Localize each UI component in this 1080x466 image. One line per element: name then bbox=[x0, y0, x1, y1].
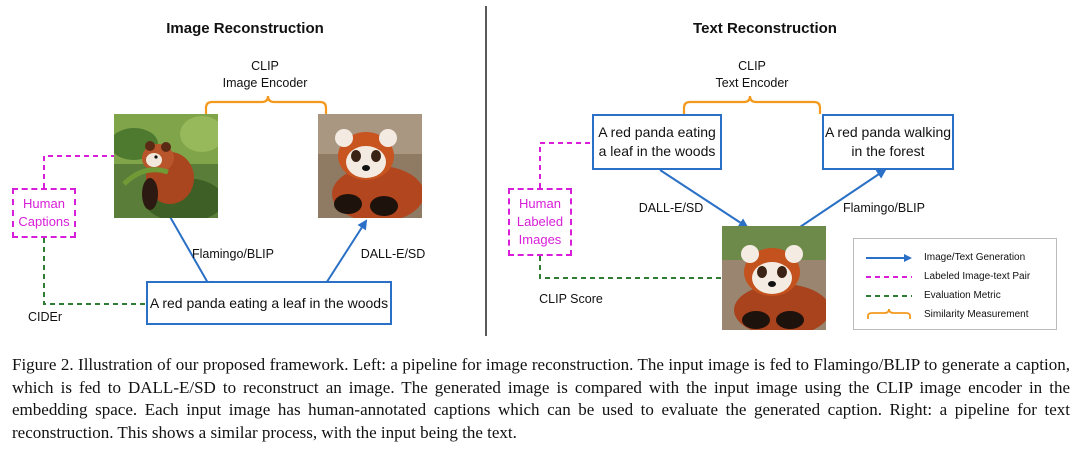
legend-generation-label: Image/Text Generation bbox=[924, 252, 1026, 263]
figure-caption: Figure 2. Illustration of our proposed f… bbox=[12, 355, 1070, 442]
left-labeled-pair-link bbox=[43, 155, 114, 188]
right-encoder-label-line1: CLIP bbox=[738, 59, 766, 73]
reconstructed-text-box: A red panda walking in the forest bbox=[822, 114, 954, 170]
legend-labeled-pair-label: Labeled Image-text Pair bbox=[924, 271, 1031, 282]
right-labeled-pair-link bbox=[539, 142, 592, 188]
legend-evaluation-label: Evaluation Metric bbox=[924, 290, 1001, 301]
human-captions-box: Human Captions bbox=[12, 188, 76, 238]
intermediate-panda-photo bbox=[722, 226, 826, 330]
right-evaluation-link bbox=[539, 256, 722, 279]
left-encoder-label-line1: CLIP bbox=[251, 59, 279, 73]
generated-panda-photo bbox=[318, 114, 422, 218]
legend: Image/Text Generation Labeled Image-text… bbox=[853, 238, 1057, 330]
legend-similarity-label: Similarity Measurement bbox=[924, 309, 1029, 320]
cider-label: CIDEr bbox=[27, 310, 63, 324]
legend-item-labeled-pair: Labeled Image-text Pair bbox=[854, 268, 1056, 286]
legend-item-evaluation: Evaluation Metric bbox=[854, 287, 1056, 305]
left-dalle-arrow bbox=[322, 219, 368, 289]
right-panel-title: Text Reconstruction bbox=[693, 20, 837, 37]
left-flamingo-arrow bbox=[168, 214, 213, 292]
input-text-box: A red panda eating a leaf in the woods bbox=[592, 114, 722, 170]
left-similarity-brace bbox=[204, 95, 328, 114]
right-dalle-label: DALL-E/SD bbox=[638, 201, 704, 215]
generated-caption-box: A red panda eating a leaf in the woods bbox=[146, 281, 392, 325]
left-dalle-label: DALL-E/SD bbox=[360, 247, 426, 261]
human-labeled-images-box: Human Labeled Images bbox=[508, 188, 572, 256]
clip-score-label: CLIP Score bbox=[539, 292, 603, 306]
right-flamingo-arrow bbox=[799, 168, 887, 228]
input-panda-photo bbox=[114, 114, 218, 218]
right-similarity-brace bbox=[682, 95, 822, 114]
left-evaluation-link bbox=[43, 238, 146, 305]
left-encoder-label-line2: Image Encoder bbox=[222, 76, 308, 90]
right-encoder-label-line2: Text Encoder bbox=[715, 76, 789, 90]
right-dalle-arrow bbox=[659, 169, 749, 229]
legend-item-generation: Image/Text Generation bbox=[854, 249, 1056, 267]
left-panel-title: Image Reconstruction bbox=[166, 20, 324, 37]
legend-item-similarity: Similarity Measurement bbox=[854, 306, 1056, 324]
left-flamingo-label: Flamingo/BLIP bbox=[192, 247, 274, 261]
right-flamingo-label: Flamingo/BLIP bbox=[843, 201, 925, 215]
